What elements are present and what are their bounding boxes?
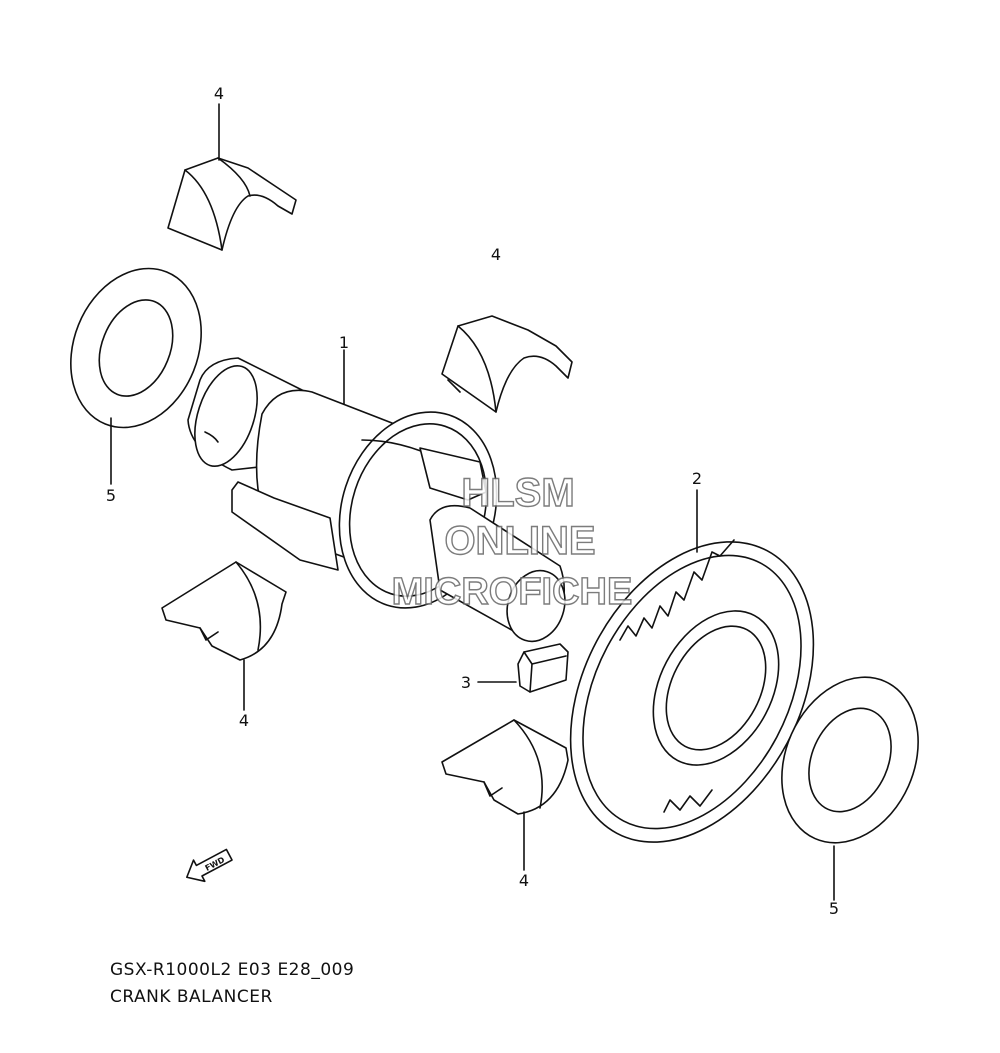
bearing-shell-bottom-right [441, 719, 569, 815]
watermark-line-3: MICROFICHE [392, 571, 633, 613]
thrust-washer-left [70, 267, 202, 429]
balancer-gear [569, 539, 815, 843]
balancer-shaft [187, 357, 566, 643]
bearing-shell-bottom-left [161, 561, 287, 661]
bearing-shell-top-right [441, 315, 573, 413]
callout-washer-right: 5 [829, 899, 839, 918]
callout-shell-top-right: 4 [491, 245, 501, 264]
thrust-washer-right [781, 676, 919, 844]
fwd-arrow: FWD [186, 848, 233, 883]
caption-code: GSX-R1000L2 E03 E28_009 [110, 960, 354, 980]
callout-shell-bottom-right: 4 [519, 871, 529, 890]
watermark-line-1: HLSM [461, 471, 574, 515]
callout-shell-top-left: 4 [214, 84, 224, 103]
callout-washer-left: 5 [106, 486, 116, 505]
bearing-shell-top-left [167, 157, 297, 251]
callout-labels: 4 4 1 5 2 3 4 4 5 [106, 84, 839, 918]
callout-gear: 2 [692, 469, 702, 488]
callout-shell-bottom-left: 4 [239, 711, 249, 730]
leader-lines [110, 103, 835, 901]
callout-shaft: 1 [339, 333, 349, 352]
callout-key: 3 [461, 673, 471, 692]
key [517, 643, 569, 693]
watermark: HLSM ONLINE MICROFICHE [391, 470, 633, 613]
caption-title: CRANK BALANCER [110, 987, 273, 1007]
watermark-line-2: ONLINE [444, 519, 595, 563]
